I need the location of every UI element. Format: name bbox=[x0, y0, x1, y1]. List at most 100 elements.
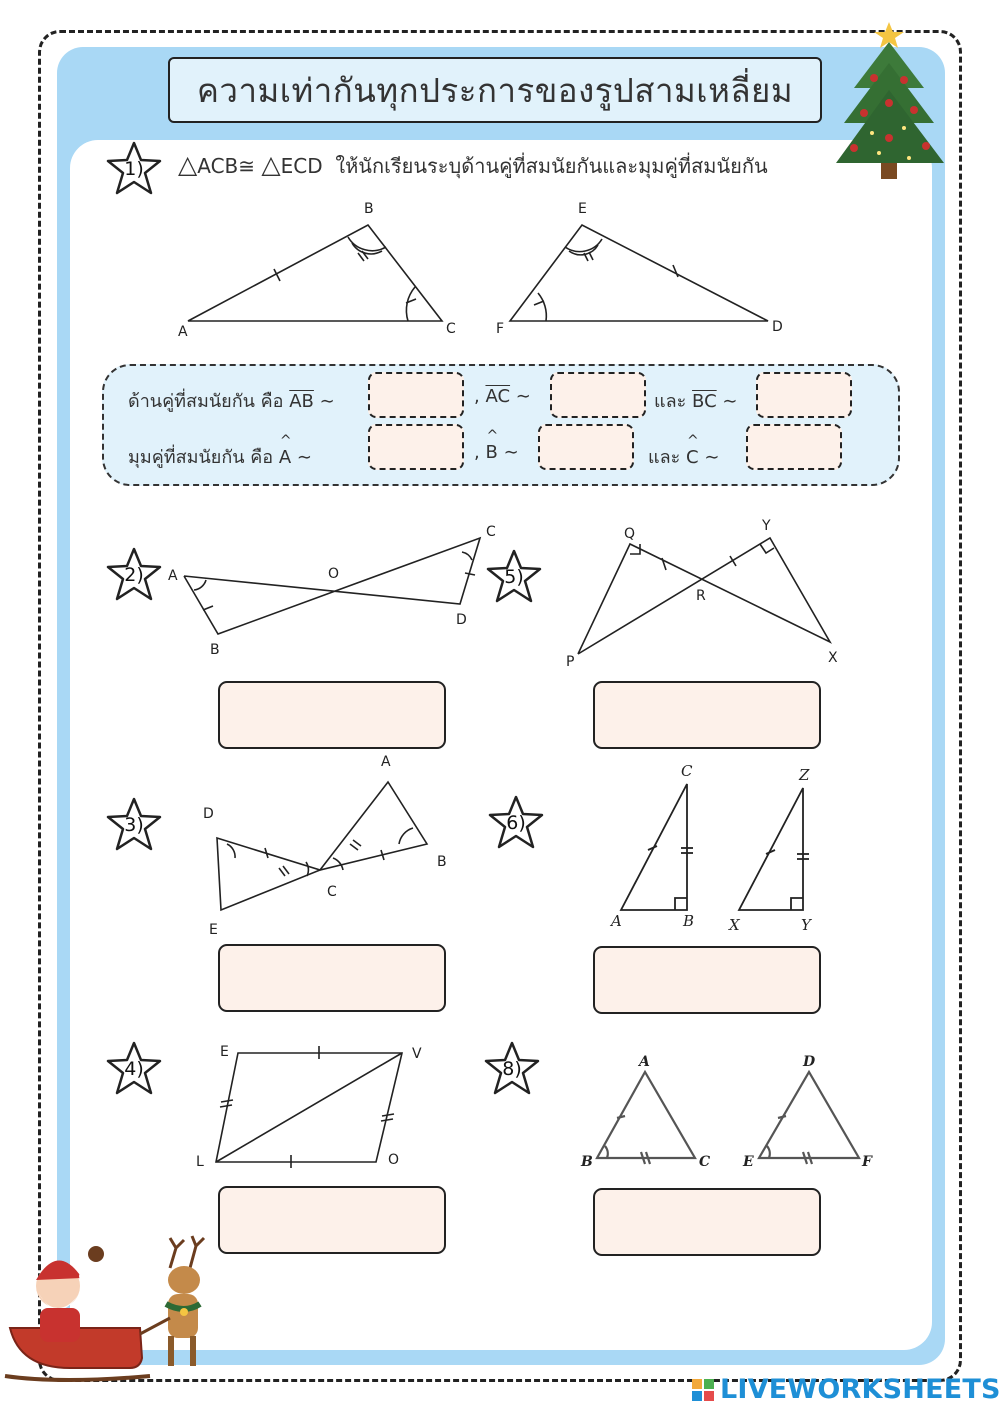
comma: , bbox=[474, 386, 480, 407]
q2-label-o: O bbox=[328, 566, 339, 582]
question-2-star: 2) bbox=[104, 546, 164, 602]
worksheet-title: ความเท่ากันทุกประการของรูปสามเหลี่ยม bbox=[168, 57, 822, 123]
congruence-left: ACB≅ bbox=[197, 154, 256, 178]
q8-label-e: E bbox=[742, 1154, 754, 1170]
side-ab-label: AB bbox=[289, 391, 314, 412]
question-4-star: 4) bbox=[104, 1040, 164, 1096]
question-4-answer-input[interactable] bbox=[218, 1186, 446, 1254]
question-3-figure: A D B C E bbox=[203, 754, 447, 938]
q8-label-c: C bbox=[699, 1154, 710, 1170]
side-bc-answer-input[interactable] bbox=[756, 372, 852, 418]
triangle-symbol-icon: △ bbox=[178, 150, 198, 179]
q8-label-d: D bbox=[802, 1054, 816, 1070]
q1-label-b: B bbox=[364, 201, 374, 217]
question-1-number: 1) bbox=[124, 158, 144, 180]
q5-label-r: R bbox=[696, 588, 706, 604]
angle-b-answer-input[interactable] bbox=[538, 424, 634, 470]
question-6-answer-input[interactable] bbox=[593, 946, 821, 1014]
tilde-symbol: ∼ bbox=[704, 447, 720, 468]
angles-row-3: และ C^ ∼ bbox=[648, 433, 720, 471]
angle-c-answer-input[interactable] bbox=[746, 424, 842, 470]
question-1-instruction: ให้นักเรียนระบุด้านคู่ที่สมนัยกันและมุมค… bbox=[335, 154, 768, 178]
angle-a-answer-input[interactable] bbox=[368, 424, 464, 470]
side-ac-label: AC bbox=[485, 386, 511, 407]
angles-label: มุมคู่ที่สมนัยกัน คือ bbox=[128, 447, 274, 468]
side-bc-label: BC bbox=[692, 391, 717, 412]
question-1-figure: A B C E F D bbox=[178, 201, 783, 340]
side-ac-answer-input[interactable] bbox=[550, 372, 646, 418]
tilde-symbol: ∼ bbox=[296, 447, 313, 468]
q1-label-e: E bbox=[578, 201, 587, 217]
page-dashed-border bbox=[38, 30, 962, 1382]
q3-label-a: A bbox=[381, 754, 391, 770]
sides-row-2: , AC ∼ bbox=[474, 386, 531, 407]
question-3-star: 3) bbox=[104, 796, 164, 852]
question-1-statement: △ACB≅ △ECD ให้นักเรียนระบุด้านคู่ที่สมนั… bbox=[178, 150, 768, 182]
question-5-star: 5) bbox=[484, 548, 544, 604]
christmas-tree-icon bbox=[836, 22, 944, 179]
question-6-number: 6) bbox=[506, 812, 526, 834]
q8-label-b: B bbox=[580, 1154, 593, 1170]
title-text: ความเท่ากันทุกประการของรูปสามเหลี่ยม bbox=[196, 70, 794, 110]
santa-sleigh-reindeer-icon bbox=[4, 1235, 206, 1382]
q6-label-c: C bbox=[681, 762, 693, 780]
q4-label-e: E bbox=[220, 1044, 229, 1060]
question-5-answer-input[interactable] bbox=[593, 681, 821, 749]
q4-label-o: O bbox=[388, 1152, 399, 1168]
q1-label-c: C bbox=[446, 321, 456, 337]
and-word: และ bbox=[648, 447, 681, 468]
tilde-symbol: ∼ bbox=[503, 442, 519, 463]
question-3-answer-input[interactable] bbox=[218, 944, 446, 1012]
question-8-number: 8) bbox=[502, 1058, 522, 1080]
question-2-number: 2) bbox=[124, 564, 144, 586]
question-5-figure: Q Y R P X bbox=[566, 518, 838, 670]
question-8-answer-input[interactable] bbox=[593, 1188, 821, 1256]
q6-label-x: X bbox=[728, 916, 741, 934]
angles-row: มุมคู่ที่สมนัยกัน คือ A^ ∼ bbox=[128, 433, 313, 471]
q6-label-z: Z bbox=[798, 766, 810, 784]
congruence-right: ECD bbox=[280, 154, 323, 178]
q1-label-a: A bbox=[178, 324, 188, 340]
angle-c-label: C^ bbox=[686, 433, 699, 468]
comma: , bbox=[474, 442, 480, 463]
liveworksheets-blocks-icon bbox=[692, 1378, 714, 1401]
side-ab-answer-input[interactable] bbox=[368, 372, 464, 418]
question-3-number: 3) bbox=[124, 814, 144, 836]
question-4-number: 4) bbox=[124, 1058, 144, 1080]
question-5-number: 5) bbox=[504, 566, 524, 588]
q8-label-f: F bbox=[861, 1154, 873, 1170]
q2-label-d: D bbox=[456, 612, 467, 628]
q3-label-d: D bbox=[203, 806, 214, 822]
tilde-symbol: ∼ bbox=[515, 386, 531, 407]
q5-label-q: Q bbox=[624, 526, 635, 542]
question-4-figure: E V L O bbox=[196, 1044, 422, 1170]
tilde-symbol: ∼ bbox=[319, 391, 335, 412]
angle-b-label: B^ bbox=[485, 428, 499, 463]
angle-a-label: A^ bbox=[278, 433, 292, 468]
footer-brand-text: LIVEWORKSHEETS bbox=[720, 1374, 1000, 1405]
sides-row: ด้านคู่ที่สมนัยกัน คือ AB ∼ bbox=[128, 386, 335, 415]
tilde-symbol: ∼ bbox=[722, 391, 738, 412]
q6-label-a: A bbox=[609, 912, 622, 930]
q3-label-e: E bbox=[209, 922, 218, 938]
question-2-answer-input[interactable] bbox=[218, 681, 446, 749]
angles-row-2: , B^ ∼ bbox=[474, 428, 519, 463]
q4-label-l: L bbox=[196, 1154, 204, 1170]
q3-label-b: B bbox=[437, 854, 447, 870]
sides-label: ด้านคู่ที่สมนัยกัน คือ bbox=[128, 391, 284, 412]
question-1-star: 1) bbox=[104, 140, 164, 196]
q2-label-a: A bbox=[168, 568, 178, 584]
q3-label-c: C bbox=[327, 884, 337, 900]
q5-label-x: X bbox=[828, 650, 838, 666]
q1-label-f: F bbox=[496, 321, 504, 337]
q6-label-b: B bbox=[682, 912, 694, 930]
liveworksheets-logo: LIVEWORKSHEETS bbox=[690, 1374, 1000, 1405]
sides-row-3: และ BC ∼ bbox=[654, 386, 737, 415]
q6-label-y: Y bbox=[801, 916, 813, 934]
question-6-figure: C Z A B X Y bbox=[609, 762, 813, 934]
question-6-star: 6) bbox=[486, 794, 546, 850]
q5-label-p: P bbox=[566, 654, 574, 670]
and-word: และ bbox=[654, 391, 687, 412]
q2-label-c: C bbox=[486, 524, 496, 540]
q5-label-y: Y bbox=[761, 518, 771, 534]
